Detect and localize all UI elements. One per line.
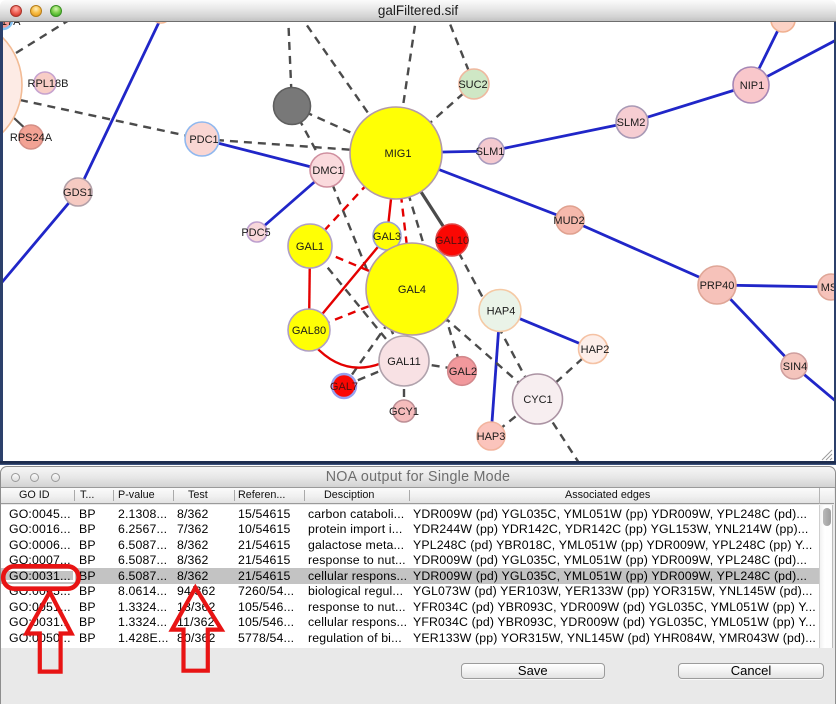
svg-text:GAL1: GAL1 <box>296 241 324 253</box>
svg-text:PRP40: PRP40 <box>700 280 735 292</box>
svg-text:HAP4: HAP4 <box>487 306 516 318</box>
svg-text:PDC1: PDC1 <box>189 134 218 146</box>
svg-text:GAL7: GAL7 <box>330 381 358 393</box>
svg-text:GDS1: GDS1 <box>63 187 93 199</box>
svg-text:NIP1: NIP1 <box>740 80 764 92</box>
svg-text:SIN4: SIN4 <box>783 361 807 373</box>
svg-text:GAL80: GAL80 <box>292 325 326 337</box>
svg-text:SLM1: SLM1 <box>476 146 505 158</box>
svg-text:CYC1: CYC1 <box>523 394 552 406</box>
svg-text:GAL2: GAL2 <box>449 366 477 378</box>
svg-text:RPL18B: RPL18B <box>28 78 69 90</box>
svg-text:DMC1: DMC1 <box>312 165 343 177</box>
svg-text:SUC2: SUC2 <box>458 79 487 91</box>
svg-text:MSN1: MSN1 <box>821 282 836 294</box>
svg-text:GAL10: GAL10 <box>435 235 469 247</box>
svg-text:GAL3: GAL3 <box>373 231 401 243</box>
svg-text:HAP2: HAP2 <box>581 344 610 356</box>
svg-text:GAL11: GAL11 <box>387 356 420 368</box>
svg-text:SLM2: SLM2 <box>617 117 646 129</box>
svg-text:RPL17A: RPL17A <box>0 22 21 28</box>
svg-text:MIG1: MIG1 <box>385 148 412 160</box>
svg-text:GCY1: GCY1 <box>389 406 419 418</box>
svg-text:HAP3: HAP3 <box>477 431 506 443</box>
svg-text:GAL4: GAL4 <box>398 284 426 296</box>
svg-text:RPS24A: RPS24A <box>10 132 53 144</box>
svg-text:PDC5: PDC5 <box>241 227 270 239</box>
svg-text:MUD2: MUD2 <box>553 215 584 227</box>
